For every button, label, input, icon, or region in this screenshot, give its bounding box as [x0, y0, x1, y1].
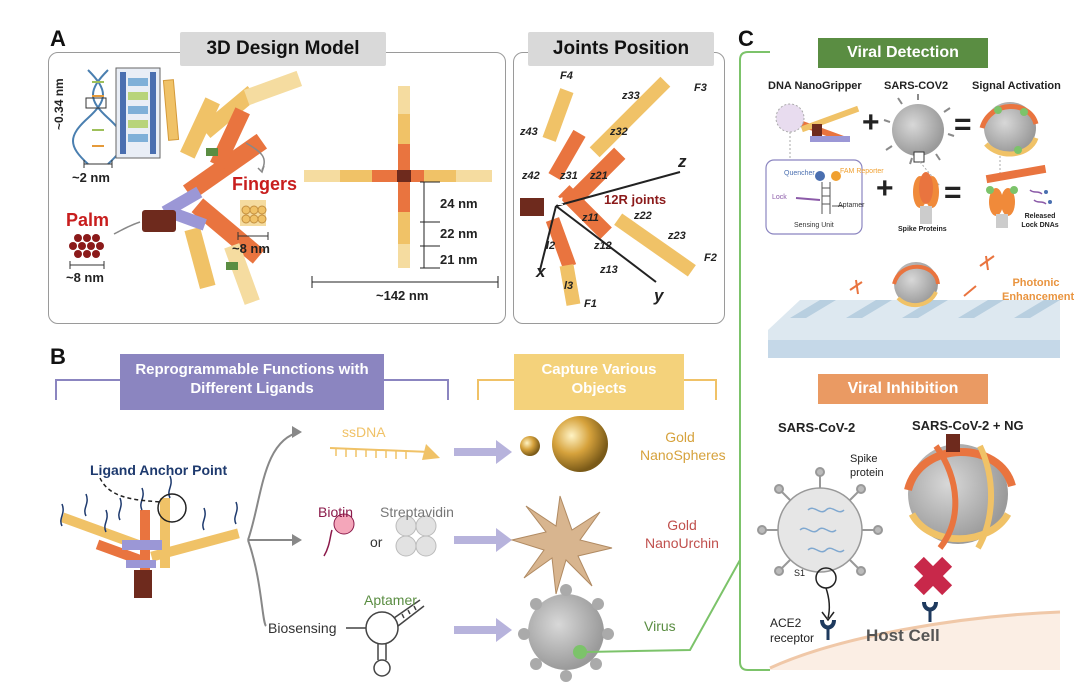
- gold-nanourchin-icon: [510, 495, 613, 595]
- ace2-receptor-2-icon: [922, 601, 938, 622]
- basepair-ladder-icon: [115, 67, 161, 159]
- joint-l2-label: l2: [546, 240, 556, 252]
- fam-reporter-label: FAM Reporter: [840, 168, 884, 175]
- ace2-receptor-icon: [820, 619, 836, 640]
- joint-z21-label: z21: [590, 170, 608, 182]
- joint-f1-label: F1: [584, 298, 597, 310]
- joint-z32-label: z32: [610, 126, 628, 138]
- finger-dim-label: ~8 nm: [232, 241, 270, 256]
- small-gold-sphere-icon: [520, 436, 540, 456]
- ligand-anchor-label: Ligand Anchor Point: [90, 462, 228, 478]
- capture-banner: Capture Various Objects: [514, 354, 684, 410]
- spike-proteins-label: Spike Proteins: [898, 226, 947, 233]
- biotin-label: Biotin: [318, 504, 354, 520]
- viral-detection-title: Viral Detection: [818, 38, 988, 68]
- joint-f2-label: F2: [704, 252, 717, 264]
- span-142nm-label: ~142 nm: [376, 288, 429, 303]
- sars-cov2-icon: [883, 94, 955, 165]
- biosensing-label: Biosensing: [268, 620, 337, 636]
- panel-a-letter: A: [50, 26, 66, 51]
- sars-cov2-ng-label: SARS-CoV-2 + NG: [912, 418, 1024, 433]
- signal-activation-label: Signal Activation: [972, 80, 1061, 92]
- axis-z-label: z: [678, 152, 687, 171]
- equals-2: =: [944, 176, 962, 209]
- or-label: or: [370, 534, 383, 550]
- ssdna-label: ssDNA: [342, 424, 386, 440]
- block-cross-icon: [913, 556, 953, 596]
- equals-1: =: [954, 108, 972, 141]
- spike-proteins-icon: [913, 172, 939, 224]
- streptavidin-label: Streptavidin: [380, 504, 454, 520]
- ligand-gripper-icon: [60, 498, 240, 598]
- aptamer-c-label: Aptamer: [838, 202, 865, 209]
- dim-2nm-label: ~2 nm: [72, 170, 110, 185]
- virus-on-crystal-icon: [892, 262, 940, 308]
- joint-z42-label: z42: [522, 170, 540, 182]
- gold-nanourchin-label: Gold NanoUrchin: [645, 517, 719, 551]
- s1-label: S1: [794, 568, 806, 578]
- sensing-unit-label: Sensing Unit: [794, 222, 834, 229]
- sars-cov2-label: SARS-CoV-2: [778, 420, 856, 435]
- axis-y-label: y: [654, 286, 664, 305]
- joint-z31-label: z31: [560, 170, 578, 182]
- palm-label: Palm: [66, 210, 110, 230]
- gold-sphere-icon: [552, 416, 608, 472]
- joint-z43-label: z43: [520, 126, 538, 138]
- panel-b-letter: B: [50, 344, 66, 369]
- host-cell-label: Host Cell: [866, 626, 940, 645]
- flat-gripper-icon: [304, 86, 492, 268]
- aptamer-icon: [346, 599, 425, 677]
- activated-spike-icon: [986, 186, 1018, 228]
- sars-cov2-caps-label: SARS-COV2: [884, 80, 949, 92]
- plus-1: +: [862, 106, 880, 139]
- design-model-title: 3D Design Model: [180, 32, 386, 66]
- virus-label: Virus: [644, 618, 676, 634]
- plus-2: +: [876, 172, 894, 205]
- photonic-crystal-icon: [768, 300, 1060, 358]
- axis-x-label: x: [536, 262, 546, 281]
- gripper-3d-model-icon: [142, 70, 303, 305]
- joint-z11-label: z11: [582, 212, 599, 224]
- released-lock-label: Released Lock DNAs: [1021, 213, 1059, 229]
- palm-cross-section-icon: [69, 234, 104, 258]
- segment-24nm-label: 24 nm: [440, 196, 478, 211]
- fingers-label: Fingers: [232, 174, 298, 194]
- quencher-label: Quencher: [784, 170, 815, 177]
- panel-c-letter: C: [738, 26, 754, 51]
- joint-l3-label: l3: [564, 280, 574, 292]
- joint-z41-label: z41: [546, 196, 564, 208]
- joint-z13-label: z13: [600, 264, 618, 276]
- functions-banner: Reprogrammable Functions with Different …: [120, 354, 384, 410]
- viral-inhibition-title: Viral Inhibition: [818, 374, 988, 404]
- joints-position-title: Joints Position: [528, 32, 714, 66]
- ace2-label: ACE2 receptor: [770, 616, 815, 645]
- signal-activation-icon: [979, 102, 1039, 157]
- nanogripper-label: DNA NanoGripper: [768, 80, 862, 92]
- spike-protein-label: Spike protein: [850, 453, 884, 479]
- aptamer-label: Aptamer: [364, 592, 417, 608]
- segment-22nm-label: 22 nm: [440, 226, 478, 241]
- joint-f3-label: F3: [694, 82, 707, 94]
- joint-z23-label: z23: [668, 230, 686, 242]
- joint-f4-label: F4: [560, 70, 573, 82]
- joint-z33-label: z33: [622, 90, 640, 102]
- virus-icon: [518, 584, 614, 682]
- finger-cross-section-icon: [240, 200, 267, 226]
- palm-dim-label: ~8 nm: [66, 270, 104, 285]
- photonic-label: Photonic Enhancement: [1002, 277, 1075, 303]
- segment-21nm-label: 21 nm: [440, 252, 478, 267]
- sars-cov2-inhibition-icon: [757, 467, 883, 576]
- joints-gripper-icon: [520, 76, 696, 306]
- lock-label: Lock: [772, 194, 787, 201]
- 12r-joints-label: 12R joints: [604, 192, 667, 207]
- joint-z12-label: z12: [594, 240, 612, 252]
- sars-cov2-ng-icon: [904, 434, 1016, 550]
- joint-z22-label: z22: [634, 210, 652, 222]
- gold-nanospheres-label: Gold NanoSpheres: [640, 429, 726, 463]
- streptavidin-icon: [395, 515, 437, 557]
